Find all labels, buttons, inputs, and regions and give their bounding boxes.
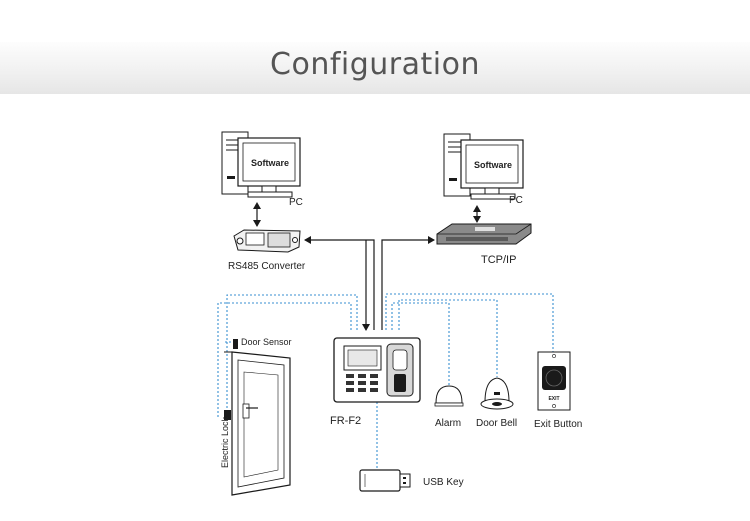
monitor-icon	[237, 137, 301, 198]
network-switch-icon	[436, 223, 532, 245]
electric-lock-icon	[224, 410, 231, 420]
page-title: Configuration	[270, 47, 480, 82]
electric-lock-label: Electric Lock	[220, 416, 230, 468]
exit-button-icon	[537, 351, 571, 411]
pc-right-label: PC	[509, 195, 523, 206]
rs485-converter-label: RS485 Converter	[228, 261, 306, 272]
pc-right: Software PC	[443, 133, 524, 206]
fr-f2-label: FR-F2	[330, 415, 361, 427]
exit-plate-text: EXIT	[548, 396, 559, 402]
monitor-icon	[460, 139, 524, 200]
door-bell-icon	[480, 377, 514, 410]
alarm-label: Alarm	[435, 418, 461, 429]
rs485-converter-icon	[233, 229, 301, 253]
device-wiring	[217, 293, 554, 470]
door-sensor-label: Door Sensor	[241, 337, 292, 347]
communication-links	[304, 236, 435, 331]
exit-button-label: Exit Button	[534, 419, 582, 430]
title-banner	[0, 42, 750, 94]
pc-left: Software PC	[221, 131, 303, 208]
usb-key-label: USB Key	[423, 477, 464, 488]
pc-left-label: PC	[289, 197, 303, 208]
door-sensor-icon	[233, 339, 238, 349]
pc-right-screen-text: Software	[474, 160, 512, 170]
door-icon	[224, 351, 291, 496]
tcpip-label: TCP/IP	[481, 254, 516, 266]
usb-key-icon	[359, 469, 411, 492]
alarm-icon	[434, 385, 464, 407]
pc-left-screen-text: Software	[251, 158, 289, 168]
door-bell-label: Door Bell	[476, 418, 517, 429]
fr-f2-device-icon	[333, 337, 421, 403]
